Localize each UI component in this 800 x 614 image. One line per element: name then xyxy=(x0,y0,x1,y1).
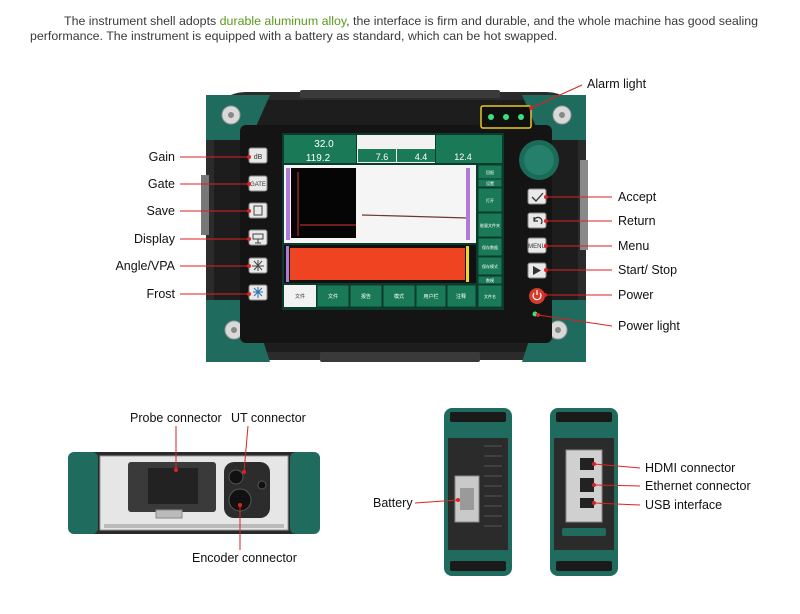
menu-item-3[interactable]: 能量文件夹 xyxy=(480,222,500,228)
screen-tab-0[interactable]: 文件 xyxy=(295,293,305,300)
screen-tab-3[interactable]: 模式 xyxy=(394,293,404,300)
front-device: dB GATE MENU 32.0 119.2 7.6 4.4 1 xyxy=(201,90,588,362)
battery-side-view xyxy=(444,408,512,576)
label-gate: Gate xyxy=(147,177,175,191)
save-icon xyxy=(253,205,263,216)
key-db-label: dB xyxy=(254,154,263,161)
label-menu: Menu xyxy=(618,239,650,253)
label-return: Return xyxy=(618,214,656,228)
intro-text-2: , the interface is firm and durable, and… xyxy=(30,14,759,43)
label-ut-connector: UT connector xyxy=(231,411,306,425)
label-display: Display xyxy=(134,232,175,246)
screen-tab-2[interactable]: 报告 xyxy=(361,293,371,300)
key-menu-label: MENU xyxy=(528,244,546,250)
intro-text-1: The instrument shell adopts xyxy=(64,14,220,28)
label-encoder-connector: Encoder connector xyxy=(192,551,297,565)
label-ethernet: Ethernet connector xyxy=(645,479,751,493)
label-angle-vpa: Angle/VPA xyxy=(115,259,175,273)
display-icon xyxy=(252,233,264,244)
menu-item-5[interactable]: 保存模式 xyxy=(482,263,498,269)
screen-gain-value: 32.0 xyxy=(314,139,334,150)
label-battery: Battery xyxy=(373,496,413,510)
menu-item-2[interactable]: 打开 xyxy=(486,197,494,203)
screen-tab-1[interactable]: 文件 xyxy=(328,293,338,300)
label-probe-connector: Probe connector xyxy=(130,411,222,425)
label-gain: Gain xyxy=(148,150,175,164)
screen-tab-4[interactable]: 用户栏 xyxy=(423,293,438,300)
menu-item-6[interactable]: 数模 xyxy=(486,277,494,283)
label-power: Power xyxy=(618,288,654,302)
label-start-stop: Start/ Stop xyxy=(618,263,678,277)
frost-icon xyxy=(253,287,263,298)
label-save: Save xyxy=(146,204,176,218)
key-gate-label: GATE xyxy=(250,182,266,188)
label-hdmi: HDMI connector xyxy=(645,461,736,475)
front-callout-lines xyxy=(180,84,613,327)
menu-item-4[interactable]: 保存数据 xyxy=(482,244,498,250)
screen-value-c: 7.6 xyxy=(376,152,389,162)
label-alarm-light: Alarm light xyxy=(587,77,647,91)
accept-icon xyxy=(531,192,544,202)
connector-side-view xyxy=(68,452,320,534)
screen-value-d: 4.4 xyxy=(415,152,428,162)
label-accept: Accept xyxy=(618,190,657,204)
angle-icon xyxy=(252,260,264,271)
screen-tab-5[interactable]: 注释 xyxy=(456,293,466,300)
screen-value-b: 119.2 xyxy=(306,153,331,164)
io-side-view xyxy=(550,408,618,576)
power-icon xyxy=(532,290,542,301)
screen-value-e: 12.4 xyxy=(454,152,472,162)
play-icon xyxy=(533,266,541,275)
intro-highlight: durable aluminum alloy xyxy=(219,14,347,28)
label-power-light: Power light xyxy=(618,319,680,333)
menu-item-7[interactable]: 文件名 xyxy=(484,293,496,299)
label-frost: Frost xyxy=(146,287,175,301)
menu-item-1[interactable]: 设置 xyxy=(486,180,494,186)
connector-callout-lines xyxy=(174,425,249,550)
menu-item-0[interactable]: 回报 xyxy=(486,169,494,175)
battery-callout-line xyxy=(414,498,460,504)
io-callout-lines xyxy=(592,462,641,506)
return-icon xyxy=(533,216,543,225)
intro-paragraph: The instrument shell adopts durable alum… xyxy=(30,14,775,44)
label-usb: USB interface xyxy=(645,498,723,512)
